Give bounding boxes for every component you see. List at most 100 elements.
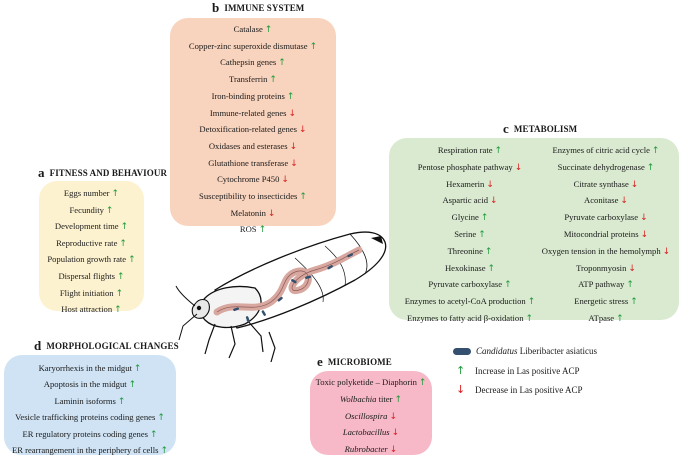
- increase-arrow-icon: ↑: [418, 378, 427, 388]
- immune-item: Iron-binding proteins↑: [170, 89, 336, 106]
- metabolism-left-item: Threonine↑: [391, 244, 549, 261]
- metabolism-left-item: Enzymes to acetyl-CoA production↑: [391, 294, 549, 311]
- microbiome-item-suffix: titer: [376, 393, 393, 404]
- metabolism-left-item-label: Enzymes to fatty acid β-oxidation: [406, 312, 524, 323]
- metabolism-title-text: METABOLISM: [513, 124, 578, 134]
- decrease-arrow-icon: ↓: [289, 141, 298, 152]
- metabolism-right-item: Oxygen tension in the hemolymph↓: [534, 244, 678, 261]
- metabolism-right-item-label: Pyruvate carboxylase: [564, 212, 639, 223]
- decrease-arrow-icon: ↓: [288, 108, 297, 119]
- metabolism-left-item-label: Threonine: [447, 245, 483, 256]
- metabolism-right-item: Troponmyosin↓: [534, 261, 678, 278]
- immune-item: Copper-zinc superoxide dismutase↑: [170, 39, 336, 56]
- fitness-panel: [39, 181, 144, 311]
- decrease-arrow-icon: ↓: [456, 383, 466, 396]
- metabolism-right-list: Enzymes of citric acid cycle↑Succinate d…: [534, 143, 678, 328]
- microbiome-item: Wolbachia titer↑: [310, 392, 432, 409]
- metabolism-right-item: ATP pathway↑: [534, 277, 678, 294]
- metabolism-left-item: Aspartic acid↓: [391, 193, 549, 210]
- immune-item: Glutathione transferase↓: [170, 156, 336, 173]
- legend-bacterium: Candidatus Liberibacter asiaticus: [476, 346, 597, 356]
- metabolism-left-item-label: Pyruvate carboxylase: [428, 279, 503, 290]
- increase-arrow-icon: ↑: [157, 413, 165, 424]
- immune-item-label: Susceptibility to insecticides: [199, 191, 298, 202]
- morphology-item-label: ER regulatory proteins coding genes: [22, 428, 148, 439]
- decrease-arrow-icon: ↓: [620, 196, 628, 207]
- immune-letter: b: [212, 0, 220, 15]
- legend-increase: Increase in Las positive ACP: [475, 366, 580, 376]
- increase-arrow-icon: ↑: [264, 25, 273, 35]
- increase-arrow-icon: ↑: [299, 192, 307, 203]
- fitness-item: Population growth rate↑: [39, 252, 144, 269]
- microbiome-item-label: Rubrobacter: [344, 444, 388, 455]
- metabolism-left-item-label: Respiration rate: [437, 145, 493, 155]
- morphology-item: Vesicle trafficking proteins coding gene…: [4, 410, 176, 426]
- immune-item-label: ROS: [239, 224, 257, 235]
- fitness-item: Development time↑: [39, 219, 144, 236]
- increase-arrow-icon: ↑: [115, 288, 124, 299]
- metabolism-right-item: Energetic stress↑: [534, 294, 678, 311]
- immune-panel: [170, 18, 336, 226]
- increase-arrow-icon: ↑: [504, 280, 512, 291]
- metabolism-left-item-label: Pentose phosphate pathway: [417, 161, 513, 172]
- metabolism-right-item-label: Aconitase: [584, 195, 619, 206]
- morphology-letter: d: [34, 338, 42, 353]
- morphology-item: Karyorrhexis in the midgut↑: [4, 361, 176, 377]
- legend-bacterium-italic: Candidatus: [476, 346, 518, 356]
- fitness-item-label: Dispersal flights: [58, 270, 116, 281]
- fitness-item: Flight initiation↑: [39, 286, 144, 303]
- metabolism-right-item: Pyruvate carboxylase↓: [534, 210, 678, 227]
- increase-arrow-icon: ↑: [128, 380, 137, 391]
- increase-arrow-icon: ↑: [105, 205, 114, 216]
- decrease-arrow-icon: ↓: [281, 175, 289, 186]
- immune-item-label: Glutathione transferase: [208, 157, 289, 168]
- microbiome-item: Oscillospira↓: [310, 409, 432, 426]
- immune-item-label: Melatonin: [230, 207, 266, 218]
- metabolism-left-item-label: Enzymes to acetyl-CoA production: [404, 296, 526, 307]
- microbiome-item: Lactobacillus↓: [310, 425, 432, 442]
- metabolism-right-item-label: Citrate synthase: [573, 178, 629, 189]
- increase-arrow-icon: ↑: [120, 222, 129, 233]
- increase-arrow-icon: ↑: [286, 91, 295, 102]
- microbiome-item-label: Wolbachia: [340, 393, 377, 404]
- microbiome-title-text: MICROBIOME: [327, 357, 392, 367]
- immune-item: Melatonin↓: [170, 206, 336, 223]
- immune-item: Transferrin↑: [170, 72, 336, 89]
- bacterium-icon: [453, 348, 471, 355]
- fitness-item-label: Reproductive rate: [56, 237, 118, 248]
- fitness-letter: a: [38, 165, 45, 180]
- immune-item-label: Oxidases and esterases: [208, 140, 288, 151]
- metabolism-panel: [389, 138, 679, 320]
- immune-item-label: Transferrin: [229, 74, 268, 85]
- increase-arrow-icon: ↑: [651, 146, 660, 156]
- metabolism-left-item-label: Aspartic acid: [442, 195, 489, 206]
- decrease-arrow-icon: ↓: [628, 263, 636, 274]
- microbiome-item: Toxic polyketide – Diaphorin↑: [310, 375, 432, 392]
- fitness-item-label: Fecundity: [69, 204, 104, 215]
- metabolism-right-item-label: Mitocondrial proteins: [563, 228, 639, 239]
- metabolism-left-item-label: Hexamerin: [446, 178, 485, 189]
- immune-item-label: Cytochrome P450: [217, 174, 280, 185]
- decrease-arrow-icon: ↓: [662, 246, 671, 257]
- decrease-arrow-icon: ↓: [391, 428, 400, 439]
- immune-item-label: Detoxification-related genes: [199, 124, 298, 135]
- decrease-arrow-icon: ↓: [640, 229, 649, 240]
- increase-arrow-icon: ↑: [525, 313, 534, 324]
- fitness-item: Host attraction↑: [39, 302, 144, 319]
- metabolism-left-item-label: Glycine: [451, 212, 479, 223]
- fitness-item: Reproductive rate↑: [39, 236, 144, 253]
- increase-arrow-icon: ↑: [494, 146, 503, 156]
- metabolism-right-item-label: ATpase: [588, 312, 615, 323]
- increase-arrow-icon: ↑: [456, 364, 466, 377]
- metabolism-right-item-label: Succinate dehydrogenase: [557, 161, 645, 172]
- morphology-item-label: Laminin isoforms: [54, 395, 116, 406]
- decrease-arrow-icon: ↓: [490, 196, 498, 207]
- decrease-arrow-icon: ↓: [514, 162, 523, 173]
- legend-decrease: Decrease in Las positive ACP: [475, 385, 583, 395]
- increase-arrow-icon: ↑: [616, 313, 624, 324]
- increase-arrow-icon: ↑: [117, 396, 126, 407]
- decrease-arrow-icon: ↓: [640, 213, 648, 224]
- immune-item: Immune-related genes↓: [170, 106, 336, 123]
